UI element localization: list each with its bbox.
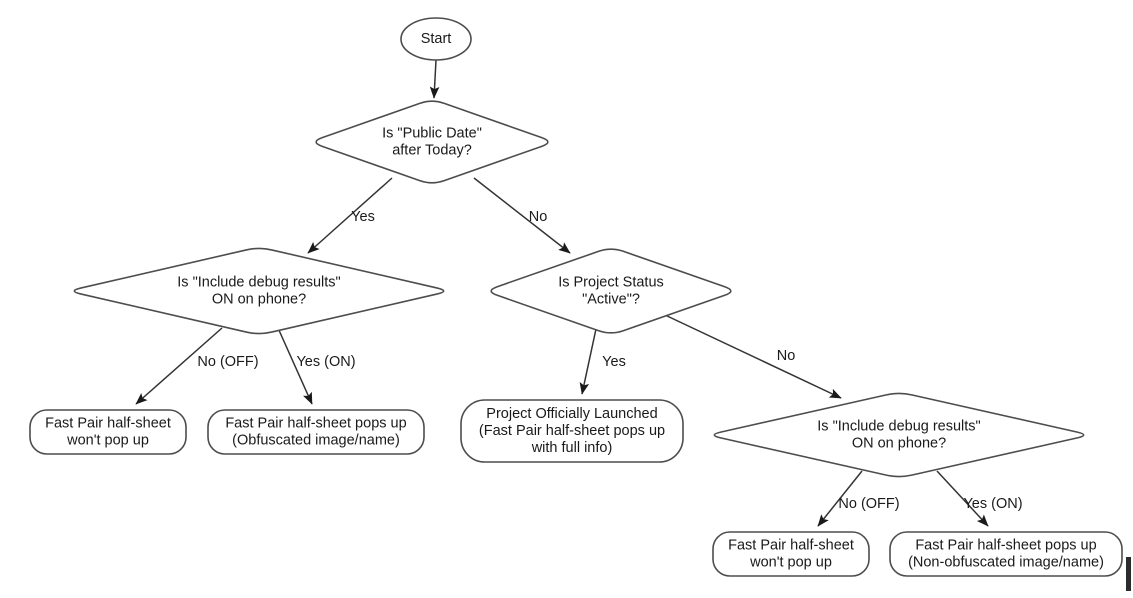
node-label-debug-right: Is "Include debug results" (817, 418, 980, 434)
node-label-debug-left: Is "Include debug results" (177, 274, 340, 290)
edge-debug-right-off (817, 470, 863, 527)
node-result-left-on[interactable]: Fast Pair half-sheet pops up(Obfuscated … (207, 409, 425, 455)
right-edge-artifact-mark (1126, 557, 1131, 591)
node-project-status[interactable]: Is Project Status"Active"? (490, 248, 732, 334)
node-shape-rounded-rect (889, 531, 1123, 577)
node-start[interactable]: Start (400, 17, 472, 61)
node-label-public-date: Is "Public Date" (382, 125, 482, 141)
node-shape-rounded-rect (29, 409, 187, 455)
node-shape-diamond (315, 100, 549, 184)
edge-project-status-no (664, 314, 842, 399)
node-label-debug-left: ON on phone? (212, 291, 306, 307)
edge-debug-left-off (135, 327, 223, 405)
edge-debug-left-on (277, 327, 313, 405)
edge-debug-right-on (936, 470, 989, 527)
edge-label-public-date-yes: Yes (351, 209, 375, 225)
node-shape-diamond (713, 392, 1085, 478)
nodes-layer: Start Is "Public Date"after Today? Is "Inc… (29, 17, 1123, 577)
edge-label-project-status-yes: Yes (602, 354, 626, 370)
node-label-start: Start (421, 31, 452, 47)
node-label-project-status: Is Project Status (558, 274, 664, 290)
node-label-result-launched: (Fast Pair half-sheet pops up (479, 423, 665, 439)
node-label-result-right-on: Fast Pair half-sheet pops up (915, 537, 1096, 553)
edge-label-debug-right-on: Yes (ON) (963, 496, 1022, 512)
node-label-result-left-off: won't pop up (66, 432, 149, 448)
edge-label-debug-left-off: No (OFF) (197, 354, 258, 370)
node-label-result-left-off: Fast Pair half-sheet (45, 415, 171, 431)
node-public-date[interactable]: Is "Public Date"after Today? (315, 100, 549, 184)
node-label-result-left-on: Fast Pair half-sheet pops up (225, 415, 406, 431)
edges-layer (135, 59, 989, 527)
node-shape-rounded-rect (207, 409, 425, 455)
node-label-result-left-on: (Obfuscated image/name) (232, 432, 400, 448)
node-label-result-launched: with full info) (531, 440, 613, 456)
node-result-right-on[interactable]: Fast Pair half-sheet pops up(Non-obfusca… (889, 531, 1123, 577)
edge-label-public-date-no: No (529, 209, 548, 225)
edge-start-to-public-date (429, 59, 440, 99)
edge-project-status-yes (579, 328, 597, 395)
node-debug-left[interactable]: Is "Include debug results"ON on phone? (73, 247, 445, 335)
node-label-result-right-off: won't pop up (749, 554, 832, 570)
node-label-result-launched: Project Officially Launched (486, 406, 657, 422)
edge-label-project-status-no: No (777, 348, 796, 364)
node-result-launched[interactable]: Project Officially Launched(Fast Pair ha… (460, 399, 684, 463)
node-label-debug-right: ON on phone? (852, 435, 946, 451)
edge-public-date-no (473, 177, 571, 254)
edge-label-debug-left-on: Yes (ON) (296, 354, 355, 370)
node-shape-ellipse (400, 17, 472, 61)
node-label-result-right-off: Fast Pair half-sheet (728, 537, 854, 553)
node-label-result-right-on: (Non-obfuscated image/name) (908, 554, 1104, 570)
node-shape-diamond (490, 248, 732, 334)
node-debug-right[interactable]: Is "Include debug results"ON on phone? (713, 392, 1085, 478)
edge-public-date-yes (307, 177, 393, 254)
node-label-public-date: after Today? (392, 142, 472, 158)
node-shape-diamond (73, 247, 445, 335)
edge-label-debug-right-off: No (OFF) (838, 496, 899, 512)
node-shape-rounded-rect (460, 399, 684, 463)
node-label-project-status: "Active"? (582, 291, 640, 307)
node-shape-rounded-rect (712, 531, 870, 577)
